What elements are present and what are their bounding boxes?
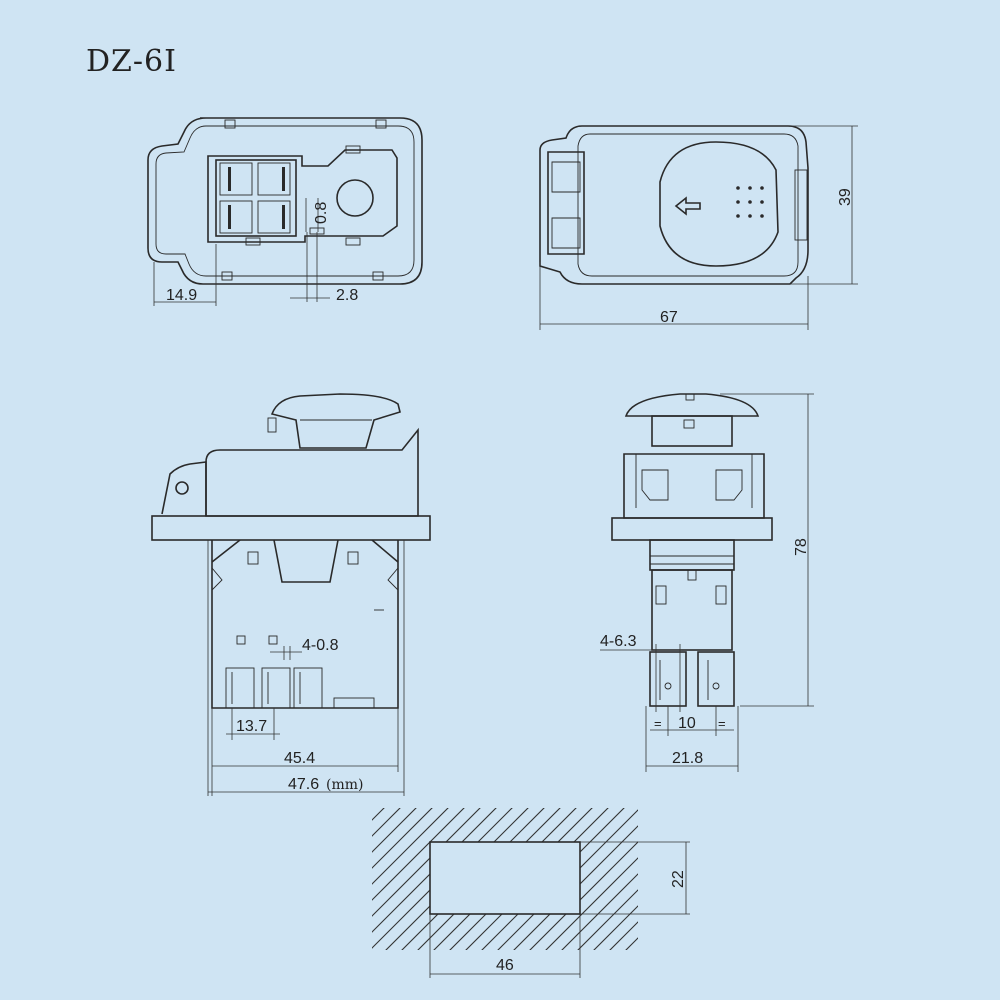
hatch-line	[728, 790, 898, 960]
dim-2-8: 2.8	[336, 287, 358, 304]
dim-45-4: 45.4	[284, 750, 315, 767]
hatch-line	[519, 808, 638, 950]
hatch-line	[535, 808, 638, 950]
hatch-line	[200, 790, 370, 960]
hatch-line	[372, 808, 483, 950]
unit-label: (mm)	[326, 777, 363, 793]
dim-4-0-8: 4-0.8	[302, 637, 339, 654]
dim-14-9: 14.9	[166, 287, 197, 304]
hatch-line	[439, 808, 611, 950]
end-view: 4-6.3 = 10 = 21.8 78	[600, 393, 814, 772]
dim-10: 10	[678, 715, 696, 732]
equal-mark-right: =	[718, 716, 726, 731]
front-view: 67 39	[539, 125, 858, 330]
hatch-line	[567, 808, 638, 950]
hatch-line	[503, 808, 638, 950]
hatch-line	[372, 808, 419, 950]
hatch-line	[372, 808, 403, 950]
equal-mark-left: =	[654, 716, 662, 731]
hatch-line	[372, 808, 435, 950]
panel-cutout: 46 22	[200, 790, 962, 978]
hatch-line	[375, 808, 547, 950]
hatch-line	[372, 808, 515, 950]
hatch-line	[471, 808, 638, 950]
hatch-line	[599, 808, 638, 950]
dim-21-8: 21.8	[672, 750, 703, 767]
dim-13-7: 13.7	[236, 718, 267, 735]
side-elevation: 4-0.8 13.7 45.4 47.6 (mm)	[151, 393, 431, 796]
dim-22: 22	[670, 870, 687, 888]
rear-view: 14.9 2.8 0.8	[147, 117, 423, 306]
dim-67: 67	[660, 309, 678, 326]
dim-46: 46	[496, 957, 514, 974]
hatch-line	[760, 790, 930, 960]
hatch-line	[551, 808, 638, 950]
hatch-line	[372, 808, 451, 950]
dim-78: 78	[793, 538, 810, 556]
hatch-line	[744, 790, 914, 960]
hatch-line	[372, 808, 499, 950]
hatch-line	[372, 808, 531, 950]
dim-39: 39	[837, 188, 854, 206]
hatch-line	[407, 808, 579, 950]
hatch-line	[372, 808, 467, 950]
dim-0-8: 0.8	[313, 202, 330, 224]
dim-47-6: 47.6	[288, 776, 319, 793]
hatch-line	[631, 808, 638, 950]
hatch-line	[391, 808, 563, 950]
hatch-line	[423, 808, 595, 950]
hatch-line	[583, 808, 638, 950]
hatch-line	[696, 790, 866, 960]
dim-4-6-3: 4-6.3	[600, 633, 637, 650]
hatch-line	[792, 790, 962, 960]
hatch-line	[615, 808, 638, 950]
hatch-line	[680, 790, 850, 960]
hatch-line	[664, 790, 834, 960]
hatch-line	[776, 790, 946, 960]
hatch-line	[712, 790, 882, 960]
model-title: DZ-6I	[86, 44, 177, 79]
hatch-line	[455, 808, 627, 950]
hatch-line	[372, 808, 387, 950]
hatch-line	[487, 808, 638, 950]
